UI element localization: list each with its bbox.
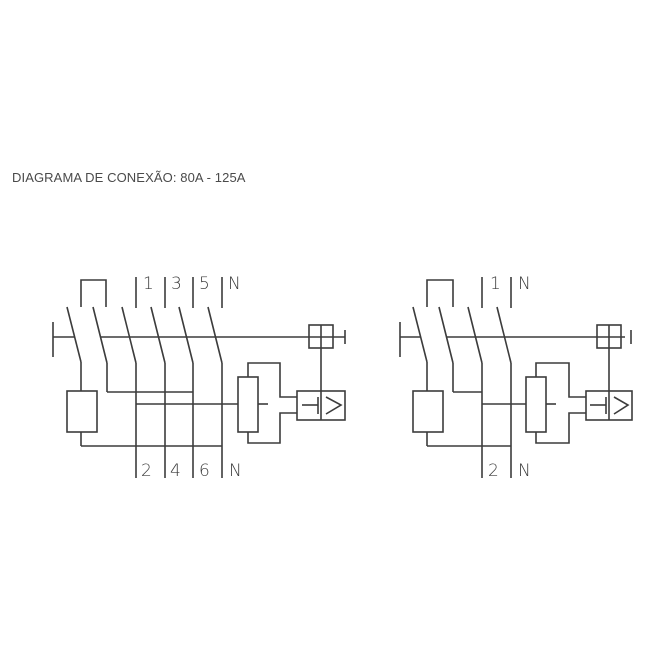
handle-symbol <box>308 324 346 391</box>
coil-symbol <box>66 390 98 433</box>
bracket-symbol <box>426 279 454 307</box>
terminal-label-bottom: 4 <box>170 461 181 481</box>
differential-transformer-symbol <box>525 376 547 433</box>
terminal-label-top: 1 <box>143 274 154 294</box>
terminal-label-top: 1 <box>490 274 501 294</box>
terminal-label-top: 5 <box>199 274 210 294</box>
bracket-symbol <box>80 279 107 307</box>
handle-symbol <box>596 324 632 391</box>
terminal-label-bottom: 6 <box>199 461 210 481</box>
diagram-title: DIAGRAMA DE CONEXÃO: 80A - 125A <box>12 170 246 185</box>
terminal-label-top: N <box>228 274 241 294</box>
terminal-label-bottom: 2 <box>141 461 152 481</box>
differential-transformer-symbol <box>237 376 259 433</box>
trip-relay-symbol <box>585 390 633 421</box>
terminal-label-bottom: N <box>229 461 242 481</box>
coil-symbol <box>412 390 444 433</box>
terminal-label-bottom: 2 <box>488 461 499 481</box>
diagram-2-pole: 1 N <box>399 274 633 481</box>
test-button-symbol <box>52 322 75 357</box>
terminal-label-top: 3 <box>171 274 182 294</box>
terminal-label-top: N <box>518 274 531 294</box>
trip-relay-symbol <box>296 390 346 421</box>
diagram-4-pole: 1 3 5 N <box>52 274 346 481</box>
terminal-label-bottom: N <box>518 461 531 481</box>
test-button-symbol <box>399 322 421 357</box>
